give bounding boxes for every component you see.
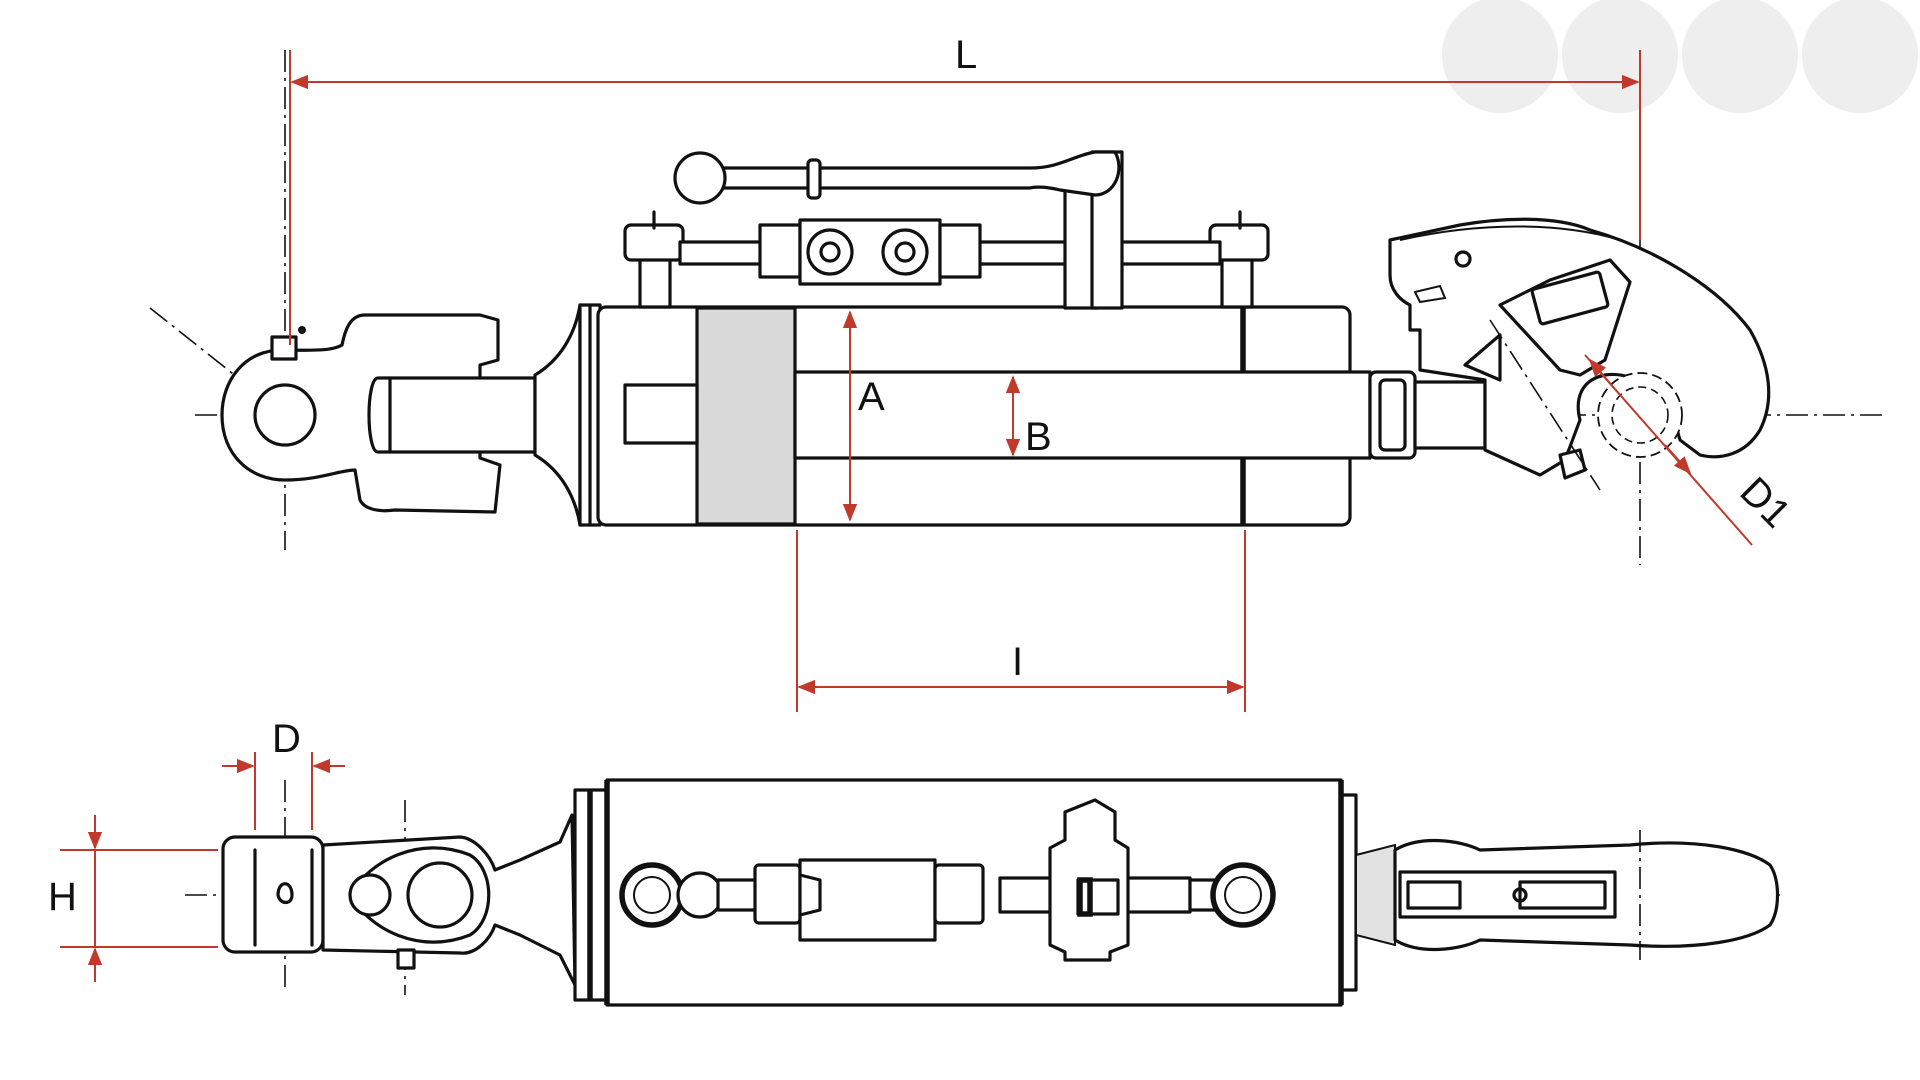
dim-label-I: I	[1012, 640, 1023, 684]
dimension-L	[289, 50, 1641, 345]
left-eye-end	[220, 313, 537, 514]
dimension-D	[222, 752, 345, 830]
top-barrel	[573, 778, 1358, 1007]
watermark-circles	[1442, 0, 1918, 113]
right-hook-end	[1388, 217, 1771, 491]
dim-label-D1: D1	[1732, 469, 1799, 536]
piston-rod	[793, 370, 1487, 460]
dim-label-A: A	[858, 375, 885, 419]
collar	[533, 303, 582, 527]
dim-label-B: B	[1025, 415, 1052, 459]
dimension-H	[60, 815, 218, 982]
dim-label-H: H	[48, 875, 77, 919]
side-view: L A B D1 I	[149, 33, 1885, 712]
left-fork-end	[221, 813, 577, 987]
dimension-D1	[1584, 354, 1753, 546]
piston	[695, 306, 797, 526]
top-view: D H	[48, 717, 1780, 1007]
dimension-I	[796, 530, 1246, 712]
dim-label-D: D	[272, 717, 301, 761]
dim-label-L: L	[955, 33, 977, 77]
valve-assembly	[623, 150, 1270, 310]
right-top-end	[1355, 830, 1780, 960]
